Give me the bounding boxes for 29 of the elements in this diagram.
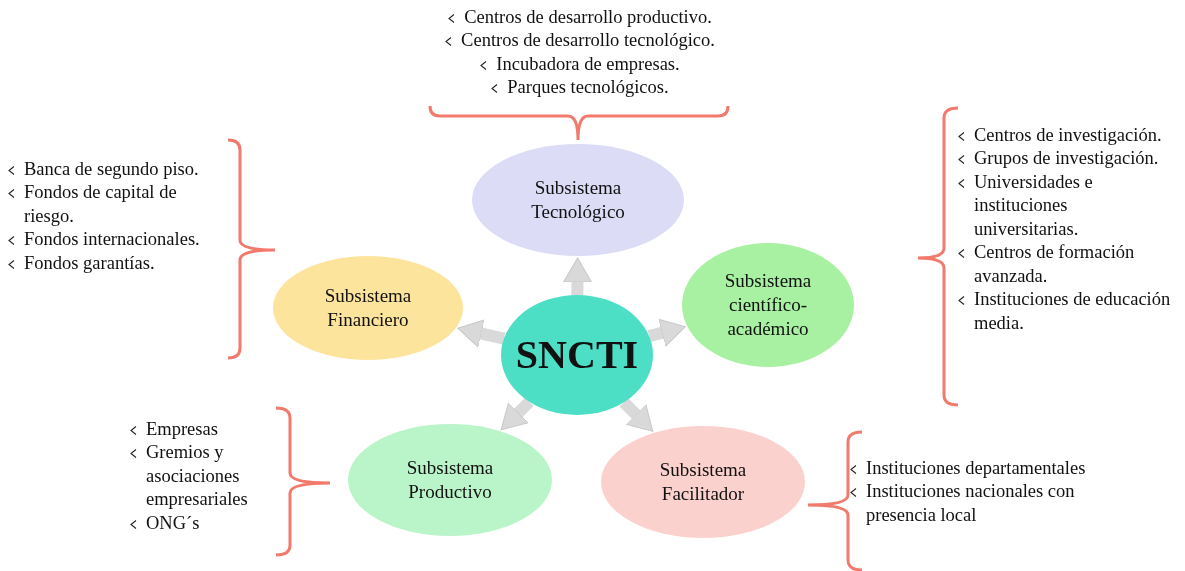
- node-label: Subsistema Tecnológico: [530, 176, 626, 224]
- block-arrow: [457, 319, 506, 348]
- node-label: Subsistema Productivo: [405, 456, 495, 504]
- list-item: Empresas: [146, 418, 218, 441]
- node-label: Subsistema Facilitador: [658, 458, 748, 506]
- list-item: Fondos de capital de riesgo.: [24, 181, 178, 228]
- block-arrow: [500, 397, 534, 431]
- list-item: Grupos de investigación.: [974, 147, 1159, 171]
- node-label: Subsistema científico-académico: [723, 269, 813, 341]
- block-arrow: [619, 398, 654, 432]
- block-arrow: [562, 257, 592, 296]
- list-item: Universidades e instituciones universitarias.: [974, 170, 1094, 241]
- list-item: Centros de desarrollo tecnológico.: [461, 29, 715, 53]
- list-item: Instituciones departamentales: [866, 457, 1086, 480]
- list-item: Centros de desarrollo productivo.: [464, 6, 712, 29]
- node-label: Subsistema Financiero: [323, 284, 413, 332]
- list-item: Incubadora de empresas.: [496, 52, 680, 76]
- list-item: Instituciones de educación media.: [974, 288, 1172, 335]
- list-item: Fondos garantías.: [24, 251, 155, 275]
- block-arrow: [647, 318, 686, 347]
- center-title: SNCTI: [515, 331, 639, 379]
- list-item: Parques tecnológicos.: [507, 76, 669, 100]
- list-item: Centros de investigación.: [974, 124, 1162, 147]
- list-item: Instituciones nacionales con presencia local: [866, 480, 1076, 527]
- list-item: Banca de segundo piso.: [24, 158, 199, 181]
- list-item: Centros de formación avanzada.: [974, 241, 1136, 288]
- list-item: Fondos internacionales.: [24, 228, 200, 252]
- list-item: Gremios y asociaciones empresariales: [146, 441, 249, 512]
- list-item: ONG´s: [146, 511, 200, 535]
